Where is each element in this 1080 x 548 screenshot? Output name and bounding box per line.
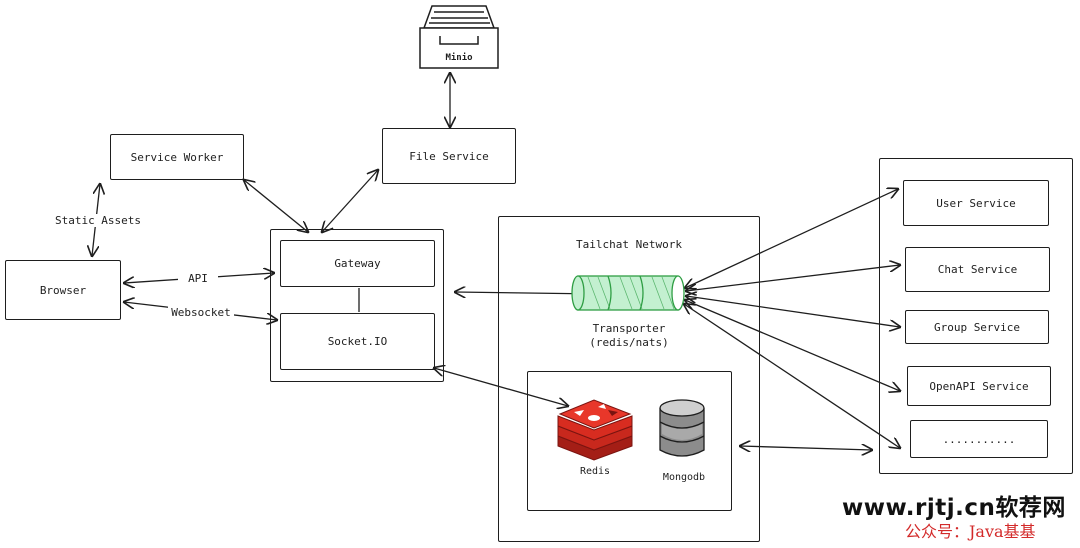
services-container (879, 158, 1073, 474)
static-assets-label: Static Assets (48, 214, 148, 227)
service-worker-label: Service Worker (130, 150, 224, 164)
arrow-sw-gateway (244, 180, 308, 232)
browser-box[interactable]: Browser (5, 260, 121, 320)
storage-box (527, 371, 732, 511)
more-services-label: ........... (942, 432, 1016, 446)
service-worker-box[interactable]: Service Worker (110, 134, 244, 180)
tailchat-network-box (498, 216, 760, 542)
more-services-box[interactable]: ........... (910, 420, 1048, 458)
transporter-icon (571, 275, 685, 311)
redis-label: Redis (579, 466, 611, 477)
redis-icon (557, 399, 633, 461)
browser-label: Browser (39, 283, 87, 297)
user-service-label: User Service (936, 196, 1016, 210)
socket-io-box[interactable]: Socket.IO (280, 313, 435, 370)
websocket-label: Websocket (168, 306, 234, 319)
file-service-label: File Service (409, 149, 489, 163)
arrow-file-gateway (322, 170, 378, 232)
tailchat-network-label: Tailchat Network (576, 238, 682, 251)
gateway-container (270, 229, 444, 382)
user-service-box[interactable]: User Service (903, 180, 1049, 226)
minio-label: Minio (445, 53, 473, 63)
api-label: API (178, 272, 218, 285)
gateway-box[interactable]: Gateway (280, 240, 435, 287)
minio-icon (419, 5, 499, 69)
chat-service-label: Chat Service (937, 263, 1018, 276)
gateway-label: Gateway (334, 257, 381, 270)
file-service-box[interactable]: File Service (382, 128, 516, 184)
chat-service-box[interactable]: Chat Service (905, 247, 1050, 292)
watermark-account: 公众号：Java基基 (905, 522, 1036, 541)
group-service-label: Group Service (933, 320, 1021, 334)
socket-io-label: Socket.IO (327, 335, 388, 348)
arrow-socket-redis (434, 368, 568, 406)
watermark-site: www.rjtj.cn软荐网 (842, 495, 1066, 521)
transporter-label: Transporter (592, 322, 666, 335)
openapi-service-box[interactable]: OpenAPI Service (907, 366, 1051, 406)
database-icon (659, 399, 705, 457)
openapi-service-label: OpenAPI Service (929, 379, 1029, 393)
group-service-box[interactable]: Group Service (905, 310, 1049, 344)
transporter-sub-label: (redis/nats) (589, 336, 669, 349)
arrow-transporter-chat (686, 265, 900, 291)
arrow-transporter-more (684, 304, 900, 448)
mongodb-label: Mongodb (662, 472, 706, 483)
